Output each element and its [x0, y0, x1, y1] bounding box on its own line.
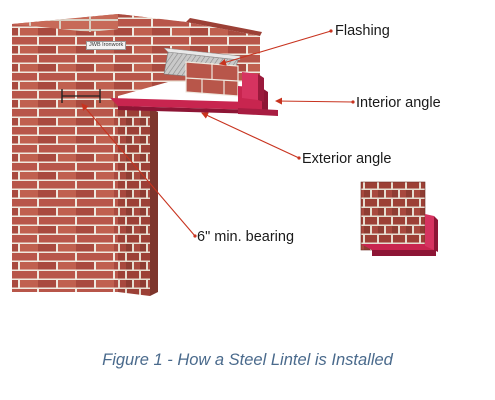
- figure-caption: Figure 1 - How a Steel Lintel is Install…: [102, 351, 393, 369]
- flashing-label: Flashing: [335, 23, 390, 39]
- interior-angle-leader: [275, 97, 354, 105]
- inset-detail: [360, 181, 438, 256]
- exterior-angle-leader: [201, 112, 300, 159]
- leader-lines: [81, 29, 355, 238]
- interior-angle-label: Interior angle: [356, 95, 441, 111]
- bearing-leader: [81, 103, 196, 237]
- steel-lintel: [110, 72, 278, 116]
- brand-tag: JWB Ironwork: [86, 41, 127, 50]
- flashing-leader: [219, 30, 332, 66]
- bearing-label: 6" min. bearing: [197, 229, 295, 245]
- exterior-angle-label: Exterior angle: [302, 151, 392, 167]
- lintel-bricks: [185, 61, 239, 97]
- bearing-dimension: [61, 89, 101, 103]
